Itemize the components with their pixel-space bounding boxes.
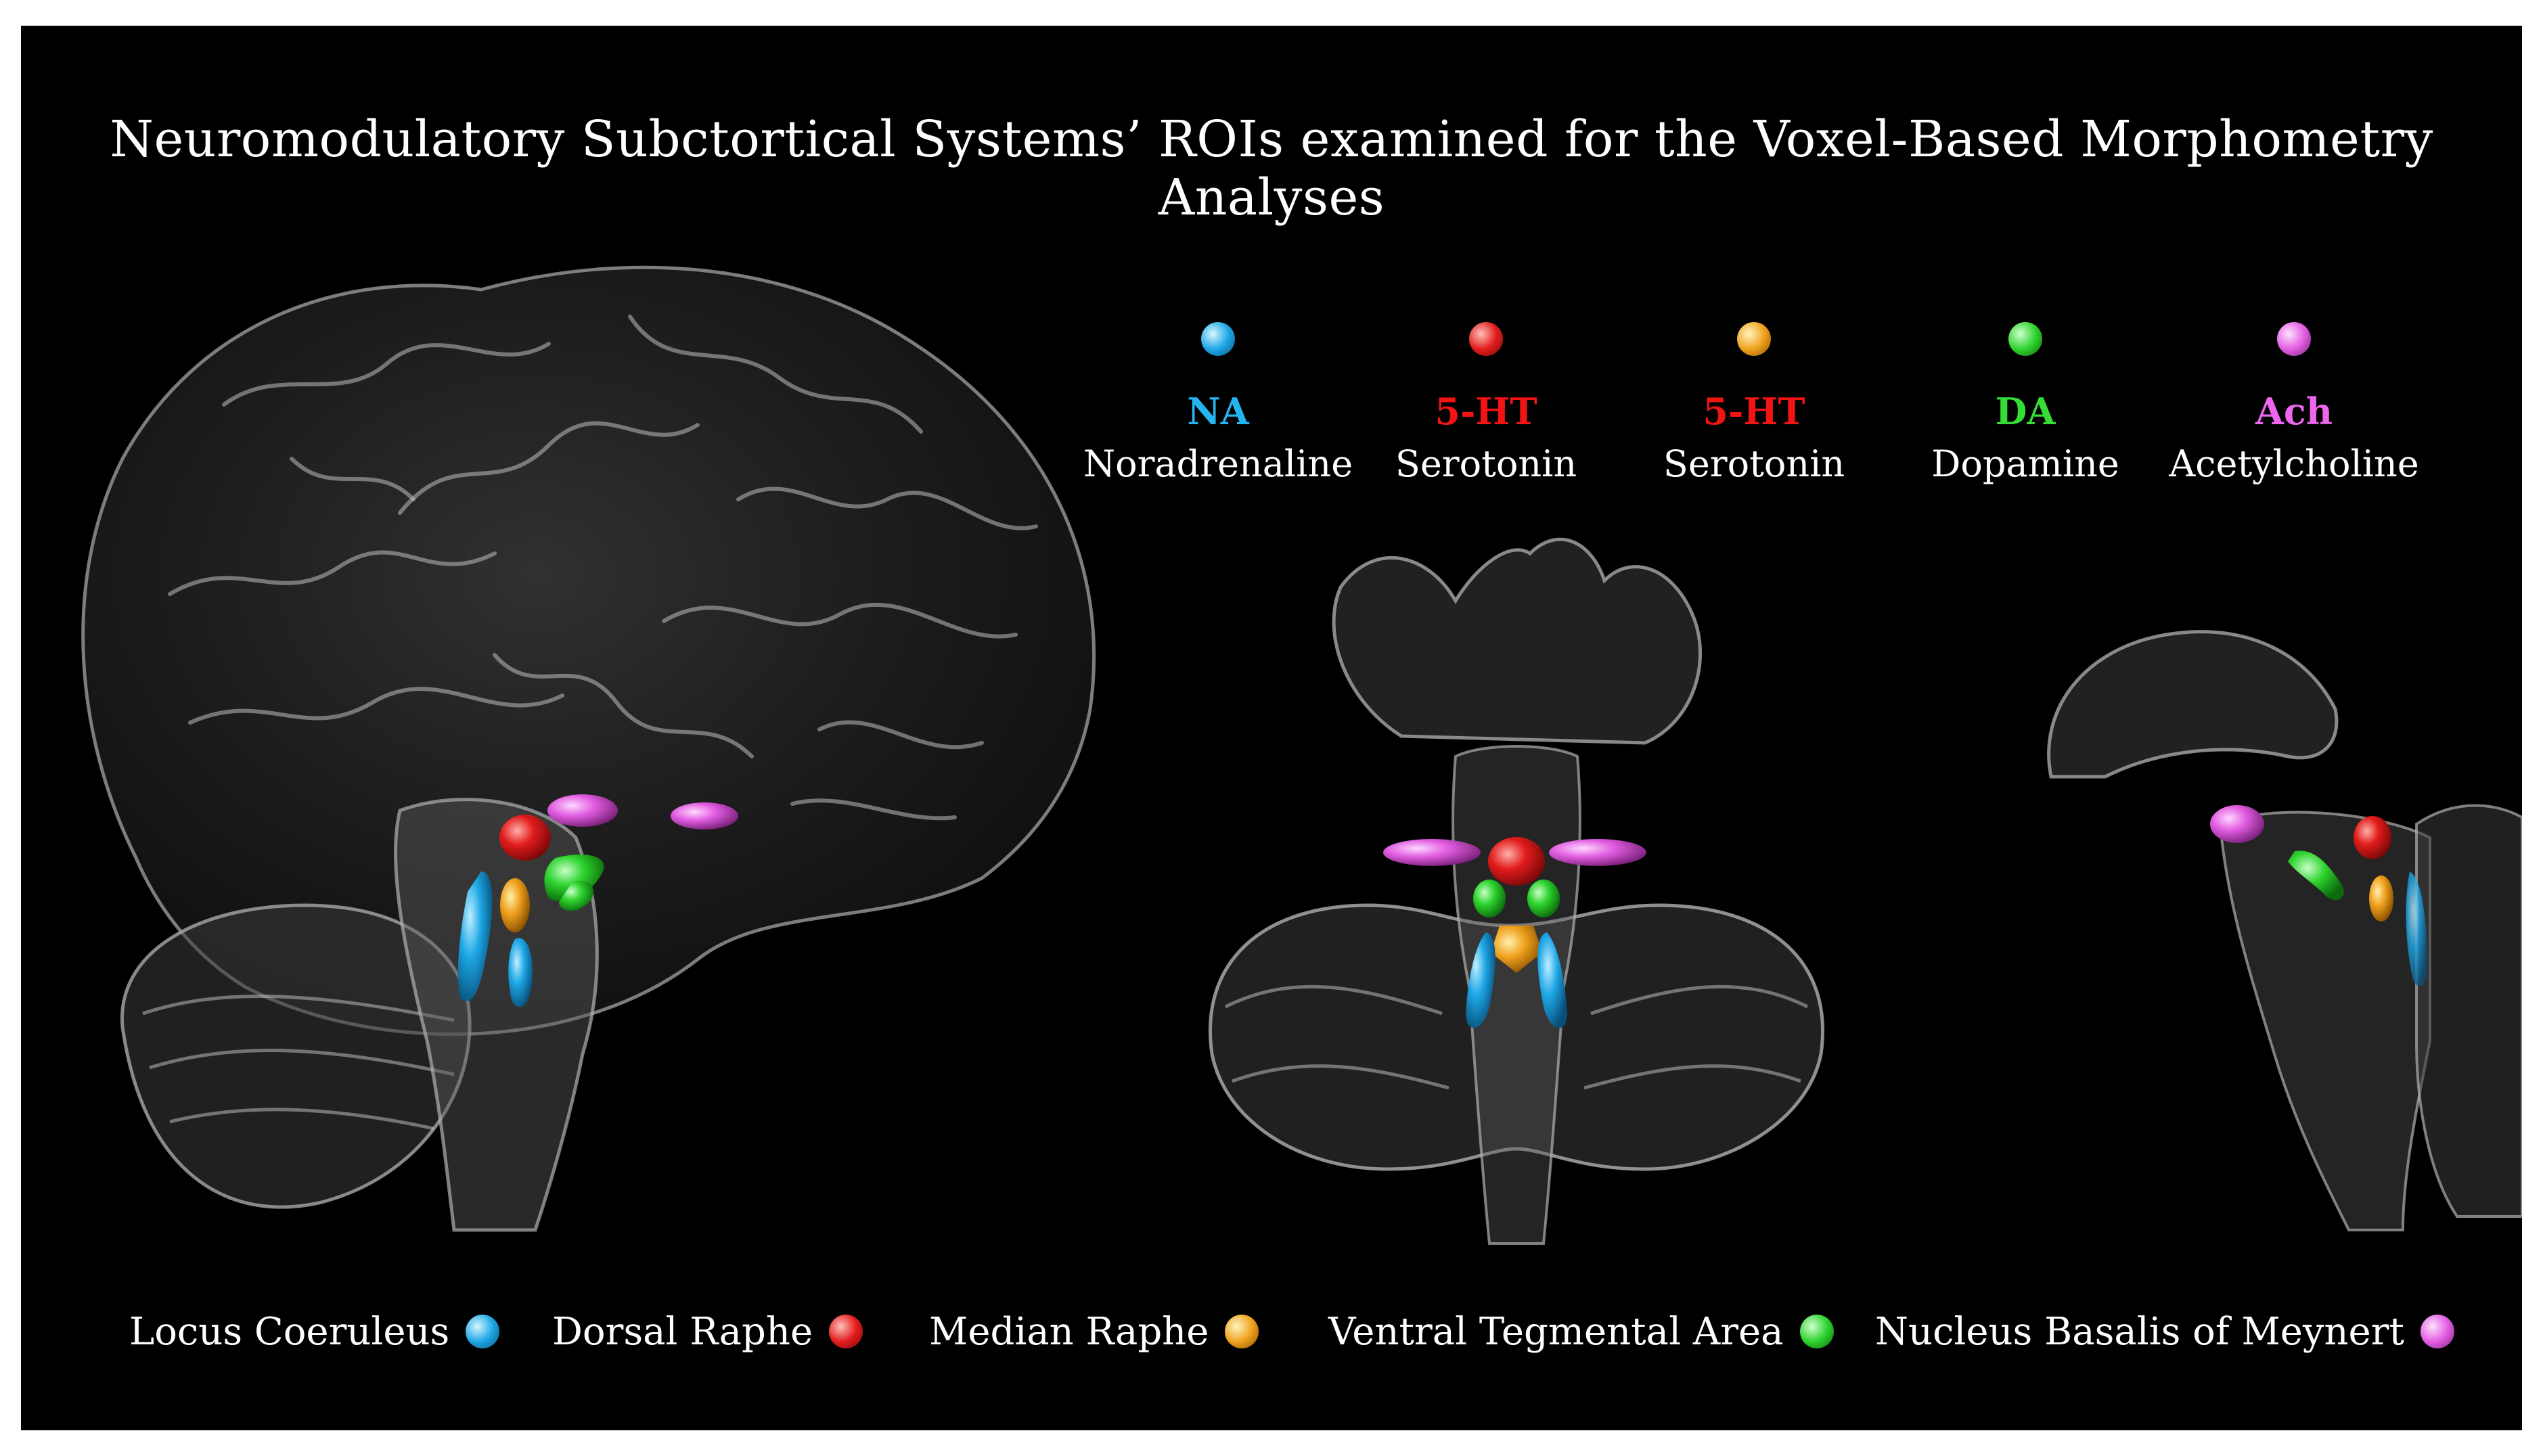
mid-locus-coeruleus-left — [1466, 932, 1495, 1028]
key-name: Noradrenaline — [1083, 442, 1353, 485]
key-abbr: DA — [1995, 390, 2056, 433]
left-locus-coeruleus-1 — [457, 871, 493, 1001]
legend-label: Ventral Tegmental Area — [1328, 1309, 1784, 1354]
right-locus-coeruleus — [2406, 871, 2427, 986]
key-name: Acetylcholine — [2169, 442, 2419, 485]
legend-label: Nucleus Basalis of Meynert — [1875, 1309, 2404, 1354]
median-raphe-sphere — [1737, 322, 1771, 356]
key-abbr: Ach — [2255, 390, 2333, 433]
cerebrum-outline — [81, 265, 1096, 1037]
legend-item-nucleus-basalis: Nucleus Basalis of Meynert — [1875, 1304, 2454, 1359]
corpus-outline — [2047, 630, 2339, 779]
figure-title: Neuromodulatory Subctortical Systems’ RO… — [110, 110, 2433, 227]
key-name: Dopamine — [1931, 442, 2119, 485]
brain-illustrations — [81, 265, 2522, 1245]
mid-locus-coeruleus-right — [1537, 932, 1567, 1028]
brainstem-posterior — [1451, 745, 1581, 1245]
cerebellum-outline — [120, 903, 472, 1209]
legend-sphere-pink — [2420, 1315, 2454, 1348]
key-abbr: 5-HT — [1703, 390, 1805, 433]
legend-sphere-green — [1799, 1315, 1834, 1348]
key-name: Serotonin — [1395, 442, 1577, 485]
legend-item-median-raphe: Median Raphe — [929, 1304, 1259, 1359]
legend-item-locus-coeruleus: Locus Coeruleus — [129, 1304, 500, 1359]
brain-lateral-view — [81, 265, 1096, 1232]
key-name: Serotonin — [1663, 442, 1845, 485]
sagittal-cerebellum — [2415, 804, 2522, 1218]
brainstem-posterior-view — [1208, 537, 1825, 1245]
acetylcholine-sphere — [2277, 322, 2311, 356]
right-median-raphe — [2369, 875, 2393, 922]
legend-label: Median Raphe — [929, 1309, 1209, 1354]
right-nbm — [2210, 805, 2264, 843]
right-vta — [2288, 850, 2344, 901]
dopamine-sphere — [2008, 322, 2042, 356]
mid-vta-right — [1527, 880, 1560, 917]
legend-label: Dorsal Raphe — [552, 1309, 813, 1354]
mid-median-raphe — [1491, 926, 1542, 973]
dorsal-raphe-sphere — [1469, 322, 1503, 356]
left-locus-coeruleus-2 — [508, 938, 533, 1007]
figure-panel: Neuromodulatory Subctortical Systems’ RO… — [21, 26, 2522, 1430]
left-dorsal-raphe — [499, 815, 551, 861]
thalamus-outline — [1332, 537, 1703, 745]
brainstem-sagittal-view — [2047, 630, 2522, 1231]
legend-item-dorsal-raphe: Dorsal Raphe — [552, 1304, 863, 1359]
key-abbr: NA — [1187, 390, 1249, 433]
legend-item-ventral-tegmental-area: Ventral Tegmental Area — [1328, 1304, 1834, 1359]
key-abbr: 5-HT — [1435, 390, 1537, 433]
cerebellum-posterior-outline — [1208, 903, 1825, 1171]
legend-sphere-blue — [466, 1315, 500, 1348]
mid-nbm-left — [1383, 839, 1481, 866]
left-vta-2 — [559, 881, 593, 911]
mid-vta-left — [1473, 880, 1506, 917]
brainstem-outline — [394, 798, 599, 1232]
left-median-raphe — [500, 878, 530, 932]
right-dorsal-raphe — [2354, 816, 2391, 859]
mid-dorsal-raphe — [1488, 837, 1545, 886]
legend-sphere-orange — [1225, 1315, 1259, 1348]
left-nbm-1 — [547, 794, 618, 827]
left-nbm-2 — [671, 802, 738, 829]
legend-sphere-red — [829, 1315, 863, 1348]
legend-label: Locus Coeruleus — [129, 1309, 450, 1354]
legend: Locus Coeruleus Dorsal Raphe Median Raph… — [21, 1304, 2522, 1372]
mid-nbm-right — [1549, 839, 1646, 866]
noradrenaline-sphere — [1201, 322, 1235, 356]
